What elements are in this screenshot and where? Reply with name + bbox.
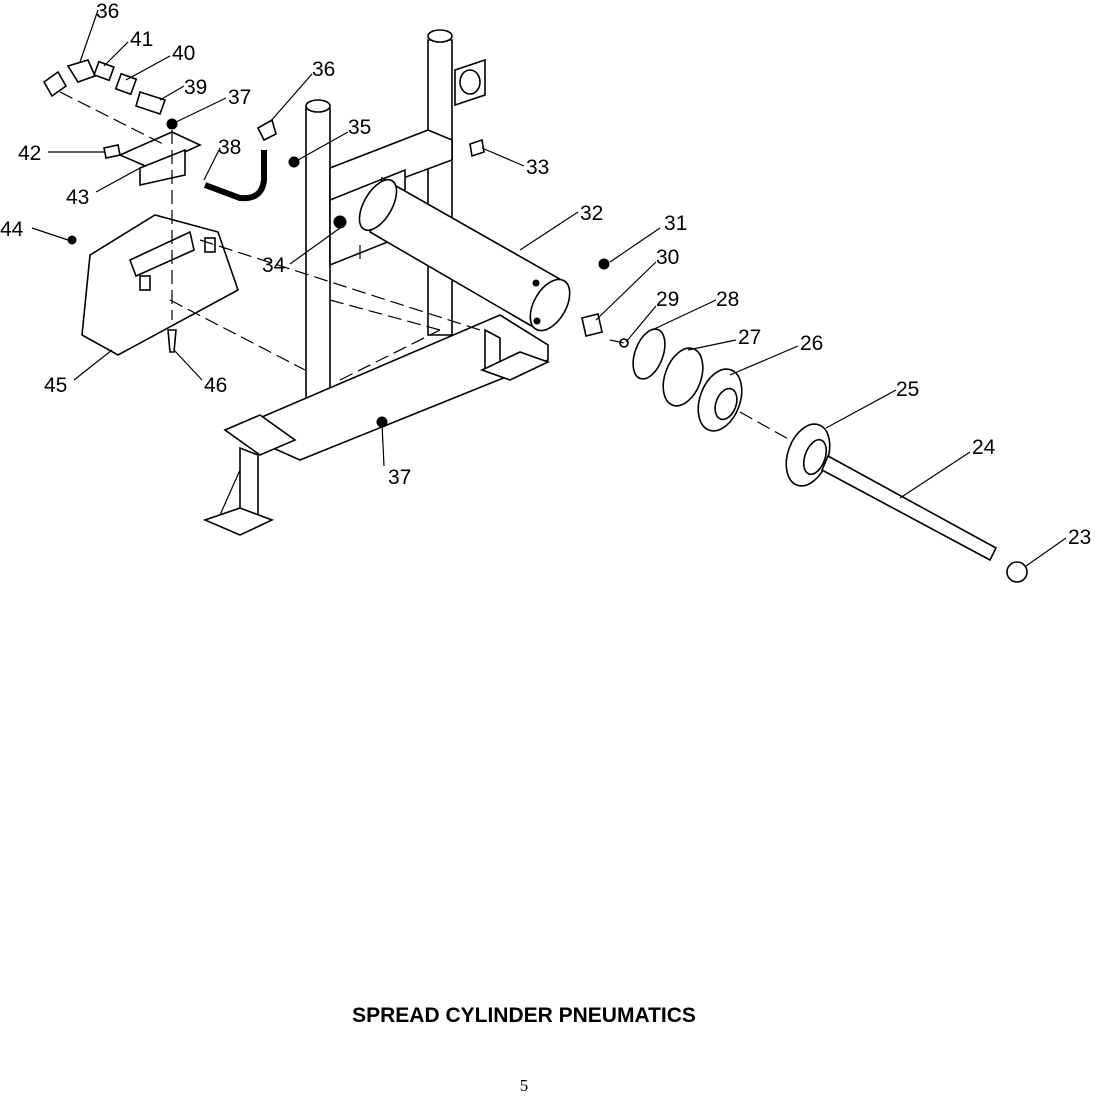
callout-label: 41 — [130, 28, 153, 51]
callout-label: 31 — [664, 212, 687, 235]
callout-label: 32 — [580, 202, 603, 225]
callout-label: 37 — [388, 466, 411, 489]
callout-label: 34 — [262, 254, 286, 277]
frame — [202, 29, 551, 536]
callout-label: 46 — [204, 374, 227, 397]
callout-label: 24 — [972, 436, 996, 459]
callout-label: 27 — [738, 326, 761, 349]
callout-label: 26 — [800, 332, 823, 355]
callout-label: 35 — [348, 116, 371, 139]
callout-label: 40 — [172, 42, 195, 65]
assembly-lines — [59, 91, 791, 441]
page-number: 5 — [519, 1076, 529, 1095]
callout-label: 33 — [526, 156, 549, 179]
leader-lines — [31, 9, 1067, 567]
fittings — [42, 59, 485, 229]
callout-label: 44 — [0, 218, 24, 241]
callout-label: 42 — [18, 142, 41, 165]
callout-label: 28 — [716, 288, 739, 311]
diagram-title: SPREAD CYLINDER PNEUMATICS — [352, 1004, 696, 1027]
callout-label: 45 — [44, 374, 67, 397]
callout-label: 36 — [96, 0, 119, 23]
valve-cover — [67, 214, 239, 356]
callout-label: 36 — [312, 58, 335, 81]
valve-assembly — [103, 118, 202, 186]
callout-label: 30 — [656, 246, 679, 269]
callout-label: 25 — [896, 378, 919, 401]
callout-label: 29 — [656, 288, 679, 311]
callout-label: 23 — [1068, 526, 1091, 549]
callout-label: 43 — [66, 186, 89, 209]
callout-label: 39 — [184, 76, 207, 99]
callout-label: 37 — [228, 86, 251, 109]
callout-labels: 36 41 40 39 37 36 35 38 42 43 33 32 31 4… — [0, 0, 1091, 549]
piston-parts — [581, 258, 1028, 583]
spread-cylinder — [358, 176, 571, 332]
callout-label: 38 — [218, 136, 241, 159]
